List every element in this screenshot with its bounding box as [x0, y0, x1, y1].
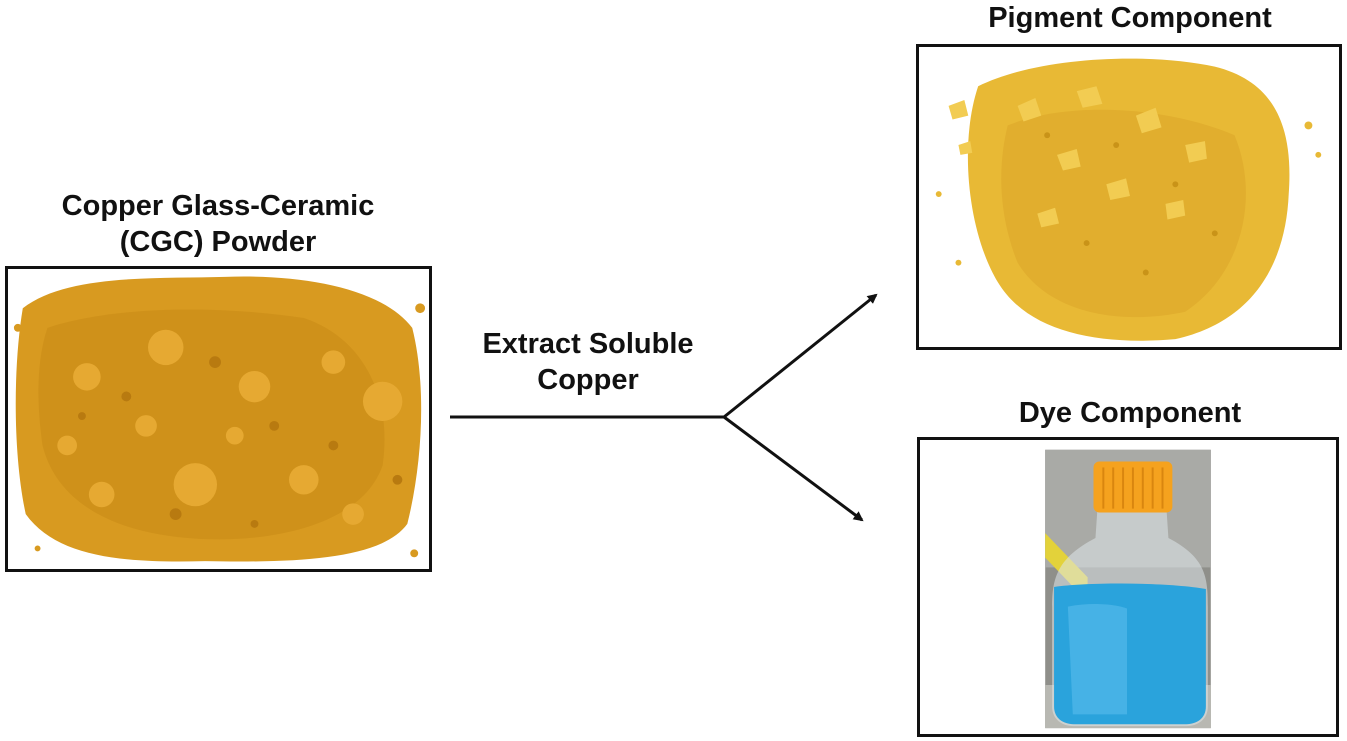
- yellow-powder-image: [919, 47, 1339, 347]
- pigment-photo: [916, 44, 1342, 350]
- blue-liquid-bottle-image: [920, 440, 1336, 734]
- cgc-title-line1: Copper Glass-Ceramic: [61, 190, 375, 222]
- dye-photo: [917, 437, 1339, 737]
- process-label-line1: Extract Soluble: [482, 328, 694, 360]
- cgc-title-line2: (CGC) Powder: [119, 226, 317, 258]
- cgc-title: Copper Glass-Ceramic (CGC) Powder: [18, 188, 418, 260]
- arrow-to-dye: [723, 415, 864, 522]
- pigment-title: Pigment Component: [988, 2, 1272, 34]
- process-label: Extract Soluble Copper: [438, 326, 738, 398]
- process-label-line2: Copper: [537, 364, 639, 396]
- arrow-to-pigment: [723, 293, 878, 419]
- dye-title: Dye Component: [1018, 397, 1242, 429]
- orange-powder-image: [8, 269, 429, 569]
- cgc-powder-photo: [5, 266, 432, 572]
